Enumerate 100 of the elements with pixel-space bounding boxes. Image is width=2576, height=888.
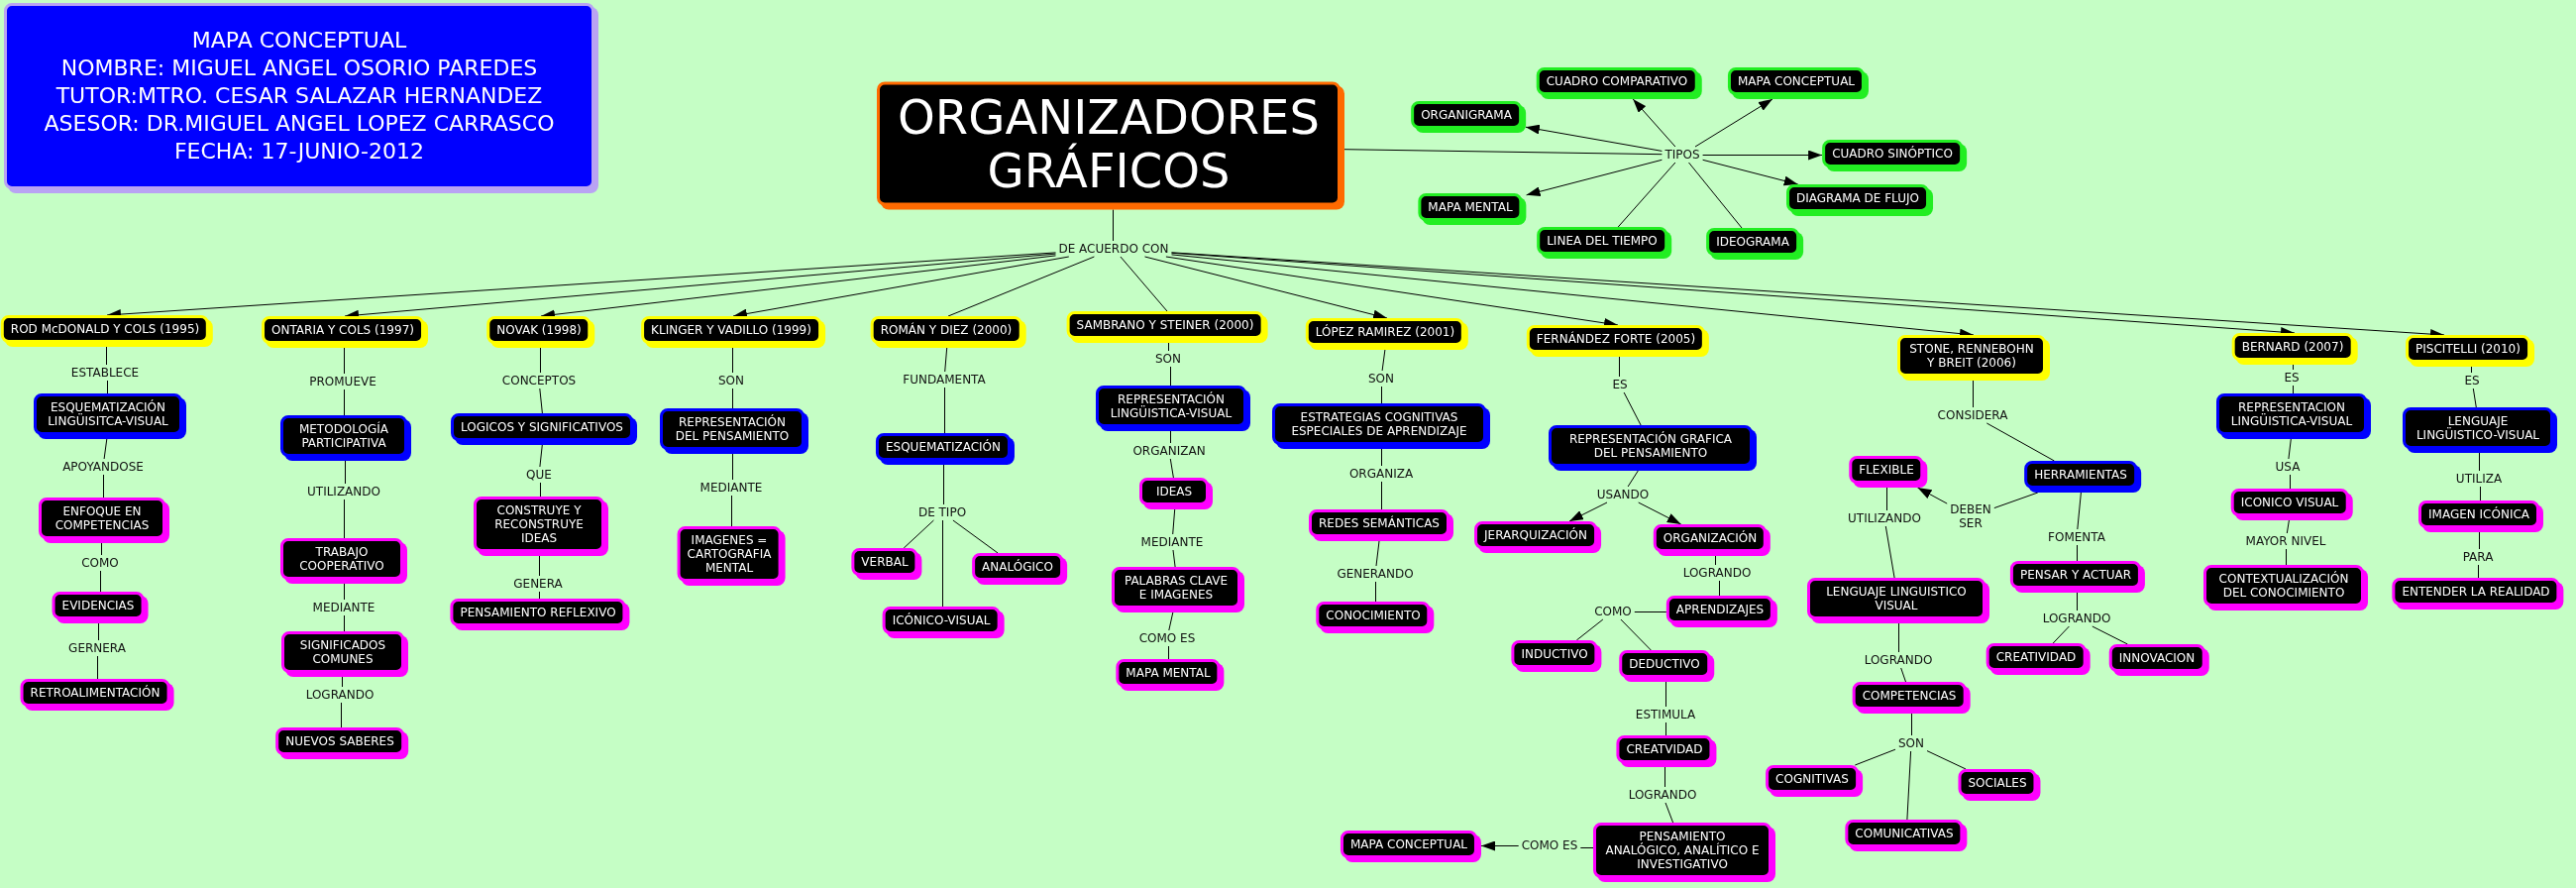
linking-phrase: QUE bbox=[523, 467, 555, 483]
connector-line bbox=[943, 464, 944, 505]
connector-line bbox=[2290, 474, 2291, 490]
connector-line bbox=[1575, 618, 1604, 641]
concept-box bbox=[1309, 509, 1453, 541]
concept-box bbox=[1616, 735, 1717, 767]
concept-label: EVIDENCIAS bbox=[61, 599, 135, 612]
connector-line bbox=[2478, 564, 2479, 579]
connector-line bbox=[1381, 386, 1382, 404]
concept-box bbox=[972, 553, 1067, 585]
connector-line bbox=[944, 387, 945, 434]
concept-label: LENGUAJE LINGÜISTICO-VISUAL bbox=[2415, 414, 2541, 442]
linking-phrase: PROMUEVE bbox=[306, 374, 379, 389]
linking-phrase: ES bbox=[1609, 377, 1631, 392]
linking-phrase: TIPOS bbox=[1662, 147, 1703, 163]
concept-label: APRENDIZAJES bbox=[1675, 603, 1765, 616]
concept-box bbox=[1537, 227, 1671, 259]
linking-phrase: LOGRANDO bbox=[302, 687, 377, 703]
linking-phrase: ORGANIZAN bbox=[1129, 443, 1209, 459]
concept-box bbox=[450, 599, 630, 630]
connector-line bbox=[2077, 592, 2078, 611]
arrow bbox=[732, 256, 1070, 319]
connector-line bbox=[903, 519, 934, 549]
concept-label: IMAGENES = CARTOGRAFIA MENTAL bbox=[687, 533, 772, 575]
concept-label: HERRAMIENTAS bbox=[2034, 468, 2127, 482]
connector-line bbox=[342, 676, 343, 688]
connector-line bbox=[1627, 470, 1639, 488]
concept-label: BERNARD (2007) bbox=[2241, 340, 2344, 354]
arrow bbox=[1694, 98, 1773, 148]
concept-box bbox=[660, 408, 808, 454]
concept-label: IMAGEN ICÓNICA bbox=[2428, 507, 2529, 521]
concept-label: FLEXIBLE bbox=[1859, 463, 1914, 477]
connector-line bbox=[1926, 750, 1967, 770]
connector-line bbox=[540, 347, 541, 374]
concept-box bbox=[0, 315, 214, 347]
connector-line bbox=[97, 655, 98, 680]
concept-box bbox=[1852, 682, 1971, 714]
concept-box bbox=[1411, 101, 1526, 133]
concept-box bbox=[1340, 831, 1482, 862]
linking-phrase: PARA bbox=[2459, 549, 2497, 565]
concept-label: ROD McDONALD Y COLS (1995) bbox=[10, 322, 200, 336]
connector-line bbox=[2472, 388, 2477, 408]
concept-label: STONE, RENNEBOHN Y BREIT (2006) bbox=[1908, 342, 2035, 370]
central-concept-label: ORGANIZADORES GRÁFICOS bbox=[897, 89, 1321, 197]
connector-line bbox=[1617, 162, 1676, 228]
connector-line bbox=[1993, 492, 2039, 509]
concept-box bbox=[1849, 456, 1928, 488]
connector-line bbox=[345, 460, 346, 485]
connector-line bbox=[1169, 458, 1174, 479]
linking-phrase: FOMENTA bbox=[2045, 529, 2108, 545]
concept-label: MAPA MENTAL bbox=[1126, 666, 1211, 680]
concept-label: PENSAR Y ACTUAR bbox=[2019, 568, 2132, 582]
linking-phrase: MEDIANTE bbox=[697, 480, 766, 496]
connector-line bbox=[1854, 748, 1896, 766]
concept-label: CREATIVIDAD bbox=[1995, 650, 2077, 664]
connector-line bbox=[947, 256, 1095, 317]
connector-line bbox=[2479, 531, 2480, 550]
concept-box bbox=[1316, 602, 1435, 633]
connector-line bbox=[98, 622, 99, 641]
connector-line bbox=[944, 347, 948, 373]
linking-phrase: USA bbox=[2272, 459, 2304, 475]
concept-box bbox=[1619, 650, 1714, 682]
concept-box bbox=[1096, 386, 1250, 431]
connector-line bbox=[2479, 452, 2480, 472]
header-card bbox=[4, 3, 598, 193]
concept-label: PISCITELLI (2010) bbox=[2415, 342, 2521, 356]
connector-line bbox=[107, 380, 108, 394]
concept-label: MAPA CONCEPTUAL bbox=[1737, 74, 1856, 88]
concept-label: MAPA CONCEPTUAL bbox=[1349, 837, 1468, 851]
linking-phrase: ESTABLECE bbox=[67, 365, 143, 381]
concept-box bbox=[1807, 578, 1989, 623]
connector-line bbox=[1884, 525, 1895, 579]
connector-line bbox=[1886, 487, 1887, 511]
arrow bbox=[1526, 159, 1663, 197]
connector-line bbox=[732, 347, 733, 374]
connector-line bbox=[1381, 448, 1382, 467]
linking-phrase: GERNERA bbox=[65, 640, 129, 656]
concept-label: CONSTRUYE Y RECONSTRUYE IDEAS bbox=[493, 503, 585, 545]
concept-label: DEDUCTIVO bbox=[1629, 657, 1700, 671]
arrow bbox=[1702, 150, 1823, 161]
concept-box bbox=[1786, 184, 1933, 216]
concept-label: NUEVOS SABERES bbox=[285, 734, 394, 748]
arrow bbox=[1702, 159, 1799, 186]
connector-line bbox=[1911, 713, 1912, 736]
connector-line bbox=[1715, 555, 1716, 566]
linking-phrase: DEBEN SER bbox=[1947, 501, 1994, 531]
concept-label: CUADRO SINÓPTICO bbox=[1832, 147, 1953, 161]
linking-phrase: DE ACUERDO CON bbox=[1055, 241, 1172, 257]
connector-line bbox=[2471, 366, 2472, 374]
connector-line bbox=[539, 555, 540, 577]
linking-phrase: MEDIANTE bbox=[1137, 534, 1207, 550]
connector-line bbox=[2288, 438, 2292, 460]
connector-line bbox=[1665, 681, 1666, 708]
concept-box bbox=[275, 727, 408, 759]
concept-box bbox=[2108, 644, 2209, 676]
connector-line bbox=[2480, 486, 2481, 501]
central-concept-box bbox=[877, 81, 1344, 210]
connector-line bbox=[1665, 722, 1666, 736]
concept-label: COMUNICATIVAS bbox=[1855, 827, 1954, 840]
arrow bbox=[1480, 840, 1520, 851]
